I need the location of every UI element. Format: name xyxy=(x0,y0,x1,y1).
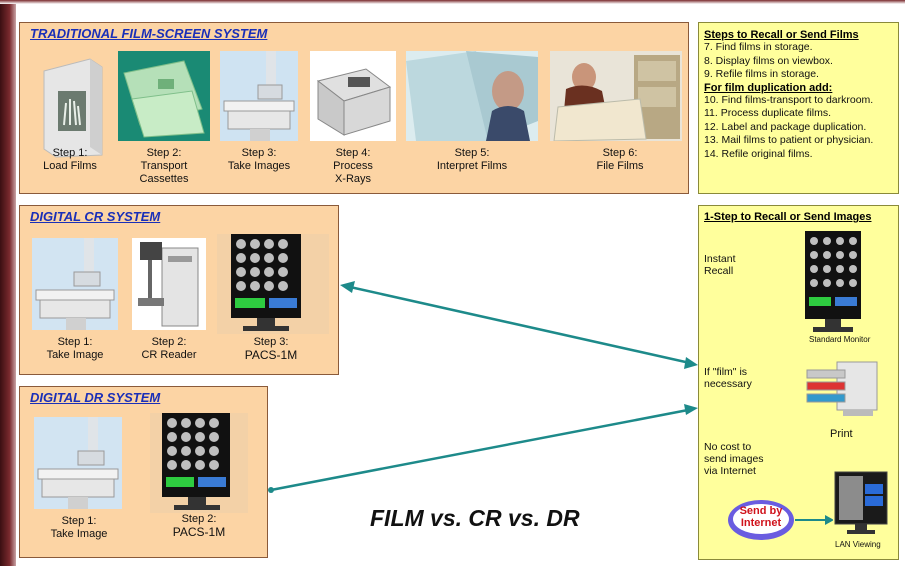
print-label: Print xyxy=(830,428,853,440)
film-step-1: Step 1: Load Films xyxy=(28,147,112,173)
recall-images-heading: 1-Step to Recall or Send Images xyxy=(704,211,872,223)
interpret-films-image xyxy=(406,51,538,141)
film-necessary-text: If "film" is necessary xyxy=(704,366,752,390)
recall-images-panel: 1-Step to Recall or Send Images Instant … xyxy=(698,205,899,560)
dr-step-1: Step 1: Take Image xyxy=(34,515,124,541)
film-step-2-num: Step 2: xyxy=(146,147,182,159)
instant-recall-text: Instant Recall xyxy=(704,253,736,277)
film-step-2: Step 2: Transport Cassettes xyxy=(118,147,210,186)
dup-line-13: 13. Mail films to patient or physician. xyxy=(704,134,874,146)
film-step-5-label: Interpret Films xyxy=(436,160,508,172)
xray-table-image xyxy=(220,51,298,141)
film-box-image xyxy=(30,51,110,161)
film-step-2-label: Transport xyxy=(140,160,188,172)
standard-monitor-image xyxy=(803,231,863,335)
cr-step-1-label: Take Image xyxy=(46,349,104,361)
dr-step-2-label: PACS-1M xyxy=(172,525,226,539)
film-step-4: Step 4: Process X-Rays xyxy=(310,147,396,186)
dr-system-heading: DIGITAL DR SYSTEM xyxy=(30,390,161,405)
left-frame xyxy=(0,0,16,566)
recall-films-panel: Steps to Recall or Send Films 7. Find fi… xyxy=(698,22,899,194)
cr-system-panel: DIGITAL CR SYSTEM xyxy=(19,205,339,375)
dr-xray-table-image xyxy=(34,417,122,509)
film-step-6-label: File Films xyxy=(596,160,644,172)
dr-step-2-num: Step 2: xyxy=(181,513,217,525)
page-title: FILM vs. CR vs. DR xyxy=(370,505,580,531)
dup-line-10: 10. Find films-transport to darkroom. xyxy=(704,93,874,106)
dr-to-recall-arrow xyxy=(268,404,698,493)
nocost-line-1: No cost to xyxy=(704,441,752,453)
standard-monitor-label: Standard Monitor xyxy=(809,335,871,344)
film-line-1: If "film" is xyxy=(704,366,748,378)
cr-step-1: Step 1: Take Image xyxy=(30,336,120,362)
recall-films-heading: Steps to Recall or Send Films xyxy=(704,29,859,41)
cr-step-2-label: CR Reader xyxy=(141,349,197,361)
instant-line-1: Instant xyxy=(704,253,736,265)
dup-line-11: 11. Process duplicate films. xyxy=(704,107,832,119)
film-step-1-label: Load Films xyxy=(43,160,97,172)
cr-step-3-label: PACS-1M xyxy=(244,348,298,362)
dup-line-14: 14. Refile original films. xyxy=(704,147,813,160)
no-cost-text: No cost to send images via Internet xyxy=(704,441,764,477)
recall-line-9: 9. Refile films in storage. xyxy=(704,68,819,80)
film-step-3-num: Step 3: xyxy=(241,147,277,159)
film-system-heading: TRADITIONAL FILM-SCREEN SYSTEM xyxy=(30,26,268,41)
recall-line-7: 7. Find films in storage. xyxy=(704,41,813,53)
cr-to-recall-arrow xyxy=(340,281,698,369)
dr-step-1-label: Take Image xyxy=(50,528,108,540)
file-films-image xyxy=(550,51,682,141)
cr-step-2-num: Step 2: xyxy=(151,336,187,348)
send-line-2: Internet xyxy=(740,517,782,529)
film-step-2-label2: Cassettes xyxy=(139,173,189,185)
film-step-5: Step 5: Interpret Films xyxy=(416,147,528,173)
cr-xray-table-image xyxy=(32,238,118,330)
nocost-line-3: via Internet xyxy=(704,465,756,477)
cr-step-1-num: Step 1: xyxy=(57,336,93,348)
film-step-4-num: Step 4: xyxy=(335,147,371,159)
cr-system-heading: DIGITAL CR SYSTEM xyxy=(30,209,161,224)
film-step-6-num: Step 6: xyxy=(602,147,638,159)
cr-step-2: Step 2: CR Reader xyxy=(124,336,214,362)
instant-line-2: Recall xyxy=(704,265,734,277)
lan-monitor-image xyxy=(833,470,889,538)
lan-viewing-label: LAN Viewing xyxy=(835,540,881,549)
internet-arrow xyxy=(795,515,834,525)
film-step-3: Step 3: Take Images xyxy=(216,147,302,173)
dr-step-1-num: Step 1: xyxy=(61,515,97,527)
dr-system-panel: DIGITAL DR SYSTEM Step 1: xyxy=(19,386,268,558)
cr-reader-image xyxy=(132,238,206,330)
film-step-5-num: Step 5: xyxy=(454,147,490,159)
film-step-4-label2: X-Rays xyxy=(334,173,372,185)
cr-step-3-num: Step 3: xyxy=(253,336,289,348)
dr-pacs-monitor-image xyxy=(150,413,248,513)
cr-pacs-monitor-image xyxy=(217,234,329,334)
top-frame xyxy=(0,0,905,4)
cassettes-image xyxy=(118,51,210,141)
film-line-2: necessary xyxy=(704,378,752,390)
send-line-1: Send by xyxy=(739,505,783,517)
dup-line-12: 12. Label and package duplication. xyxy=(704,120,867,133)
cr-step-3: Step 3: PACS-1M xyxy=(226,336,316,362)
duplication-heading: For film duplication add: xyxy=(704,81,833,94)
film-step-3-label: Take Images xyxy=(227,160,291,172)
send-by-internet-badge: Send by Internet xyxy=(727,498,795,542)
processor-image xyxy=(310,51,396,141)
film-step-1-num: Step 1: xyxy=(52,147,88,159)
nocost-line-2: send images xyxy=(704,453,764,465)
film-system-panel: TRADITIONAL FILM-SCREEN SYSTEM xyxy=(19,22,689,194)
dr-step-2: Step 2: PACS-1M xyxy=(152,513,246,539)
recall-line-8: 8. Display films on viewbox. xyxy=(704,54,833,67)
printer-image xyxy=(803,356,883,426)
film-step-4-label: Process xyxy=(333,160,373,172)
film-step-6: Step 6: File Films xyxy=(570,147,670,173)
